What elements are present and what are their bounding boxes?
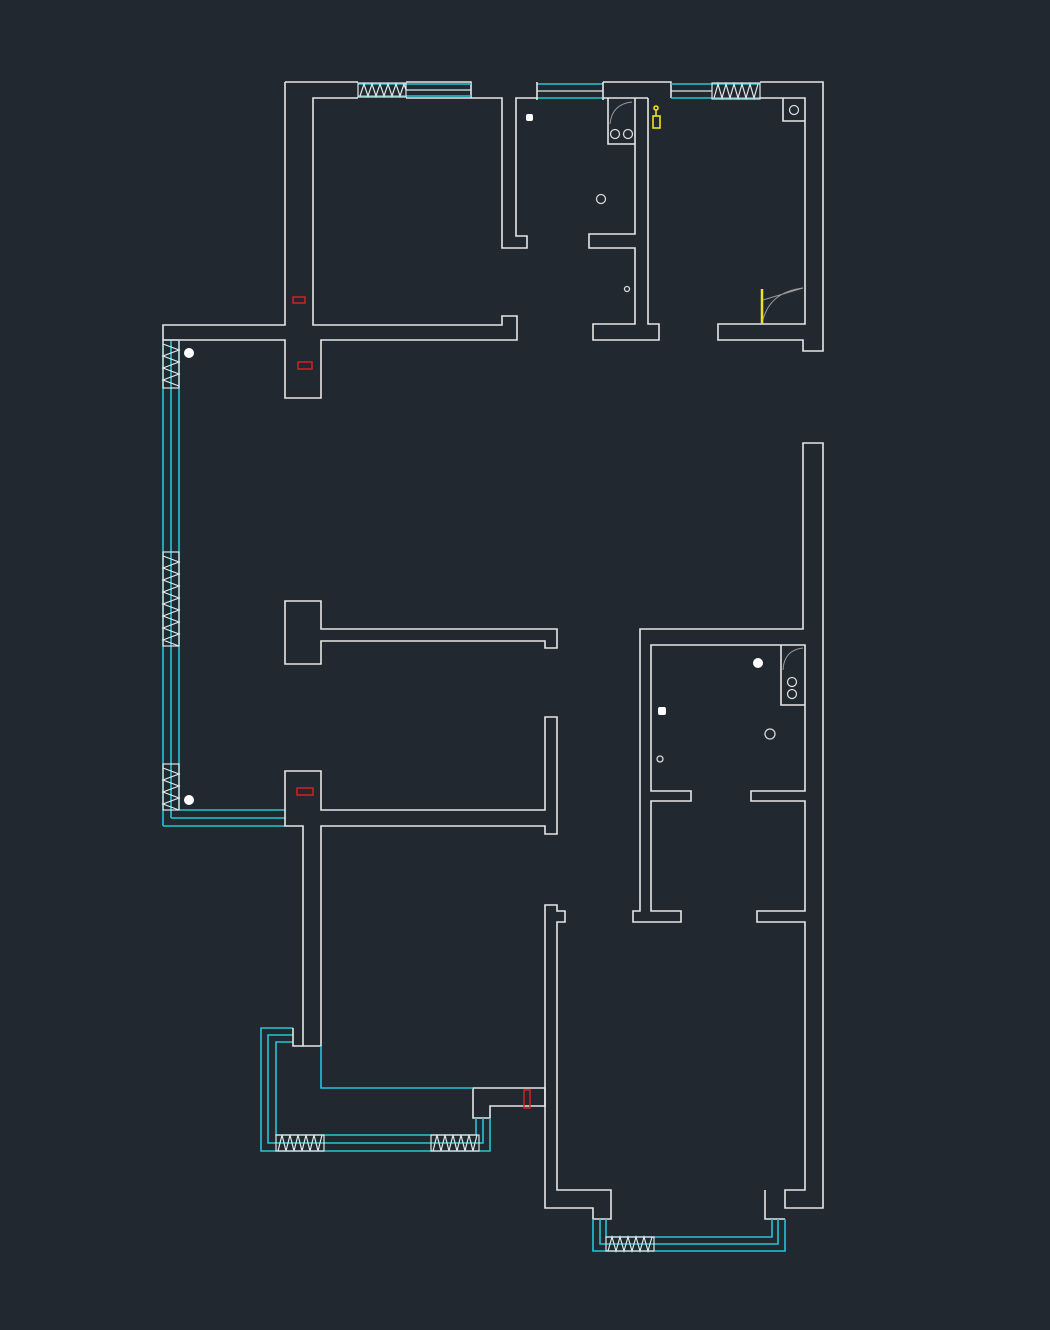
bathroom-north-walls (588, 98, 660, 341)
floor-drain-icon (656, 755, 664, 763)
floor-drain-icon (595, 193, 607, 205)
pipe-icon (526, 114, 533, 121)
north-window-1 (357, 82, 471, 98)
bathroom-north (526, 98, 660, 341)
column-marker-icon (292, 296, 306, 304)
south-east-bay-window (592, 1219, 786, 1254)
sink-icon (786, 688, 798, 700)
east-exterior-wall (632, 442, 824, 1209)
west-exterior-window-wall (161, 339, 285, 827)
pipe-icon (658, 707, 666, 715)
north-window-3 (671, 81, 761, 101)
sink-icon (788, 104, 800, 116)
sink-icon (609, 128, 621, 140)
pipe-icon (184, 795, 194, 805)
interior-partition-upper (284, 600, 558, 665)
sink-icon (622, 128, 634, 140)
north-exterior-wall (162, 81, 537, 399)
window-icon (275, 1134, 325, 1152)
pipe-icon (753, 658, 763, 668)
floor-drain-icon (764, 728, 776, 740)
interior-partition-lower (284, 716, 558, 1047)
column-marker-icon (297, 361, 313, 370)
kitchen-north-east (652, 81, 824, 352)
bedroom-north-west (162, 81, 537, 399)
gas-fixture-icon (652, 105, 661, 129)
pipe-icon (184, 348, 194, 358)
bathroom-east (656, 645, 805, 763)
column-marker-icon (523, 1089, 531, 1109)
south-east-bedroom-walls (544, 904, 785, 1220)
kitchen-walls (717, 81, 824, 352)
floor-drain-icon (623, 285, 631, 293)
window-icon (430, 1134, 480, 1152)
north-window-2 (536, 81, 672, 100)
south-west-bedroom-walls (472, 1087, 546, 1119)
window-icon (161, 551, 181, 647)
south-west-bay-window (260, 1027, 491, 1152)
sink-icon (786, 676, 798, 688)
column-marker-icon (296, 787, 314, 796)
window-icon (161, 339, 181, 389)
window-icon (161, 763, 181, 811)
